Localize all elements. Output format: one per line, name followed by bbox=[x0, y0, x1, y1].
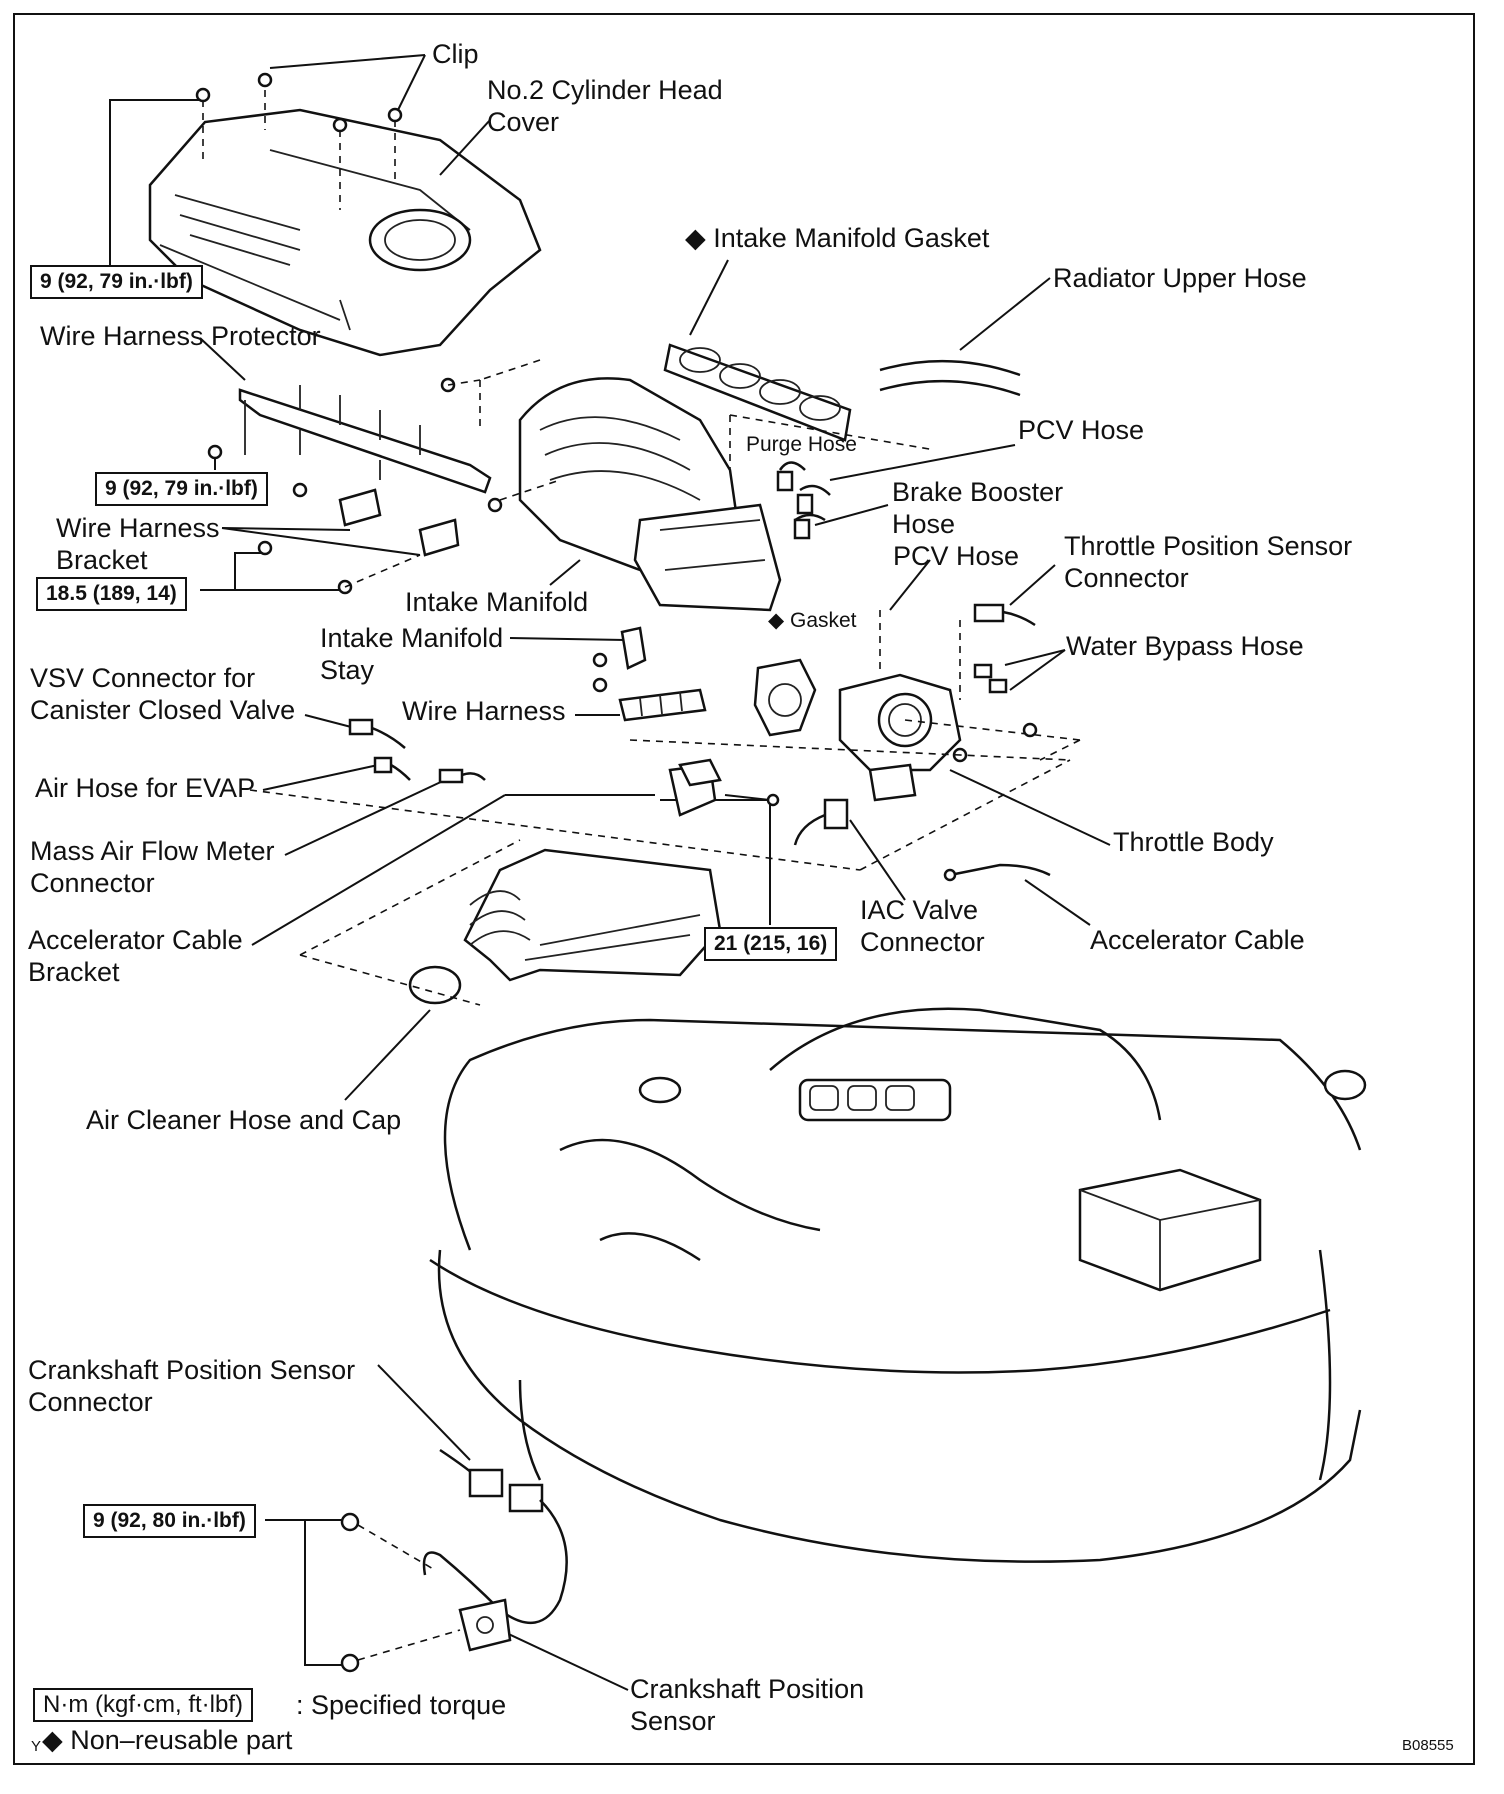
label-pcv-hose-2: PCV Hose bbox=[893, 541, 1020, 571]
vehicle-engine-bay-drawing bbox=[429, 1007, 1367, 1563]
intake-manifold-drawing bbox=[479, 359, 782, 612]
label-wire-harness-bracket: Wire Harness Bracket bbox=[56, 513, 220, 575]
leader-lines bbox=[109, 54, 1111, 1691]
manifold-stay-drawing bbox=[592, 626, 707, 722]
small-connectors-drawing bbox=[249, 718, 1071, 871]
torque-spec-bracket: 18.5 (189, 14) bbox=[36, 577, 187, 611]
crankshaft-sensor-drawing bbox=[340, 1448, 568, 1673]
label-no2-cylinder-head-cover: No.2 Cylinder Head Cover bbox=[487, 75, 723, 137]
label-intake-manifold-stay: Intake Manifold Stay bbox=[320, 623, 504, 685]
label-wire-harness: Wire Harness bbox=[402, 696, 566, 726]
label-crankshaft-position-sensor: Crankshaft Position Sensor bbox=[630, 1674, 865, 1736]
intake-gasket-drawing bbox=[663, 343, 852, 442]
label-water-bypass-hose: Water Bypass Hose bbox=[1066, 631, 1304, 661]
label-throttle-position-sensor-connector: Throttle Position Sensor Connector bbox=[1064, 531, 1353, 593]
label-brake-booster-hose: Brake Booster Hose bbox=[892, 477, 1064, 539]
label-intake-manifold: Intake Manifold bbox=[405, 587, 589, 617]
label-iac-valve-connector: IAC Valve Connector bbox=[860, 895, 985, 957]
label-pcv-hose: PCV Hose bbox=[1018, 415, 1145, 445]
label-wire-harness-protector: Wire Harness Protector bbox=[40, 321, 321, 351]
wire-harness-bracket-drawing bbox=[257, 488, 460, 595]
figure-code: B08555 bbox=[1402, 1737, 1454, 1754]
throttle-body-drawing bbox=[753, 610, 1081, 802]
label-intake-manifold-gasket: ◆ Intake Manifold Gasket bbox=[685, 223, 990, 253]
air-cleaner-drawing bbox=[299, 839, 722, 1006]
figure-frame bbox=[13, 13, 1475, 1765]
iac-and-cable-drawing bbox=[793, 798, 1051, 882]
label-radiator-upper-hose: Radiator Upper Hose bbox=[1053, 263, 1307, 293]
legend-corner-mark: Y bbox=[31, 1738, 42, 1755]
torque-spec-cover: 9 (92, 79 in.·lbf) bbox=[30, 265, 203, 299]
label-vsv-connector: VSV Connector for Canister Closed Valve bbox=[30, 663, 296, 725]
label-accelerator-cable-bracket: Accelerator Cable Bracket bbox=[28, 925, 243, 987]
label-air-cleaner-hose-and-cap: Air Cleaner Hose and Cap bbox=[86, 1105, 402, 1135]
radiator-hose-drawing bbox=[879, 359, 1021, 397]
label-purge-hose: Purge Hose bbox=[746, 433, 857, 456]
label-air-hose-for-evap: Air Hose for EVAP bbox=[35, 773, 256, 803]
label-mass-air-flow-meter-connector: Mass Air Flow Meter Connector bbox=[30, 836, 275, 898]
vacuum-hoses-drawing bbox=[729, 414, 936, 540]
wire-harness-protector-drawing bbox=[207, 377, 492, 498]
label-accelerator-cable: Accelerator Cable bbox=[1090, 925, 1305, 955]
torque-spec-crankshaft-sensor: 9 (92, 80 in.·lbf) bbox=[83, 1504, 256, 1538]
legend-torque-unit: N·m (kgf·cm, ft·lbf) bbox=[33, 1688, 253, 1722]
legend-torque-text: : Specified torque bbox=[296, 1690, 507, 1720]
label-clip: Clip bbox=[432, 39, 479, 69]
label-gasket: ◆ Gasket bbox=[768, 609, 857, 632]
label-throttle-body: Throttle Body bbox=[1113, 827, 1274, 857]
accel-bracket-drawing bbox=[668, 758, 780, 817]
torque-spec-cable-bracket: 21 (215, 16) bbox=[704, 927, 838, 961]
label-crankshaft-position-sensor-connector: Crankshaft Position Sensor Connector bbox=[28, 1355, 356, 1417]
tps-and-bypass-drawing bbox=[959, 603, 1036, 700]
cylinder-head-cover-drawing bbox=[148, 72, 542, 357]
legend-nonreusable: ◆ Non–reusable part bbox=[42, 1725, 293, 1755]
torque-spec-protector: 9 (92, 79 in.·lbf) bbox=[95, 472, 268, 506]
